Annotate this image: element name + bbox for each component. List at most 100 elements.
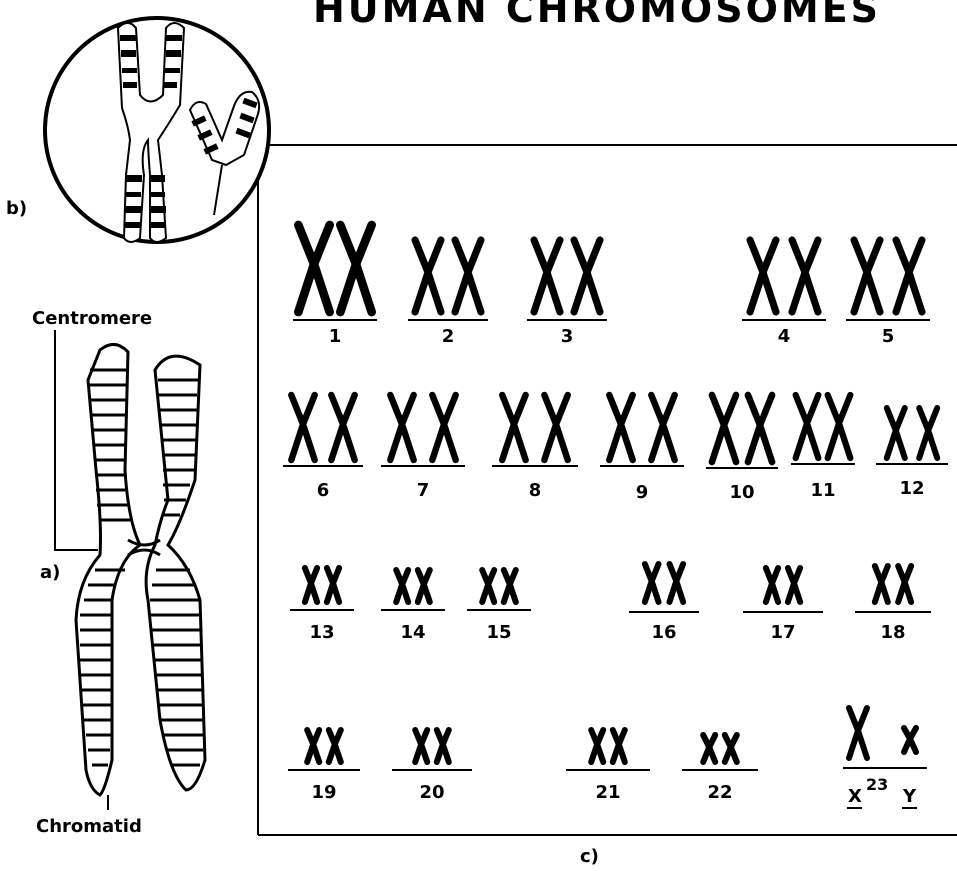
chromosome-pair-21: 21 bbox=[566, 730, 650, 803]
chromosome-y bbox=[904, 728, 916, 752]
chromosome-8-b bbox=[544, 395, 567, 460]
chromosome-pair-3: 3 bbox=[527, 240, 607, 347]
chromosome-pair-11: 11 bbox=[791, 395, 855, 501]
chromosome-15-b bbox=[504, 570, 516, 602]
chromosome-17-a bbox=[766, 568, 778, 602]
pair-number-8: 8 bbox=[529, 480, 542, 501]
chromosome-12-b bbox=[919, 408, 937, 458]
chromosome-10-a bbox=[712, 395, 736, 462]
chromosome-7-b bbox=[432, 395, 455, 460]
chromosome-pair-15: 15 bbox=[467, 570, 531, 643]
chromosome-pair-6: 6 bbox=[283, 395, 363, 501]
pair-number-11: 11 bbox=[810, 480, 835, 501]
chromosome-pair-16: 16 bbox=[629, 564, 699, 643]
sex-x-label: X bbox=[848, 786, 862, 807]
chromosome-10-b bbox=[748, 395, 772, 462]
chromosome-14-a bbox=[396, 570, 408, 602]
pair-number-10: 10 bbox=[729, 482, 754, 503]
sex-pair-number: 23 bbox=[866, 775, 888, 794]
pair-number-14: 14 bbox=[400, 622, 425, 643]
chromosome-4-a bbox=[750, 240, 776, 312]
pair-number-13: 13 bbox=[309, 622, 334, 643]
pair-number-12: 12 bbox=[899, 478, 924, 499]
chromosome-pair-17: 17 bbox=[743, 568, 823, 643]
chromosome-pair-14: 14 bbox=[381, 570, 445, 643]
pair-number-15: 15 bbox=[486, 622, 511, 643]
chromosome-pair-18: 18 bbox=[855, 566, 931, 643]
chromosome-16-a bbox=[645, 564, 659, 602]
chromosome-pair-9: 9 bbox=[600, 395, 684, 503]
chromatid-label: Chromatid bbox=[36, 816, 142, 837]
panel-b-label: b) bbox=[6, 198, 27, 219]
chromosome-14-b bbox=[418, 570, 430, 602]
chromosome-3-b bbox=[574, 240, 600, 312]
chromosome-21-a bbox=[591, 730, 603, 762]
chromosome-13-a bbox=[305, 568, 317, 602]
right-chromatid bbox=[146, 356, 205, 790]
chromosome-17-b bbox=[788, 568, 800, 602]
chromosome-6-a bbox=[291, 395, 314, 460]
chromosome-pair-13: 13 bbox=[290, 568, 354, 643]
chromosome-13-b bbox=[327, 568, 339, 602]
large-chromosome bbox=[76, 344, 205, 795]
pair-number-16: 16 bbox=[651, 622, 676, 643]
pair-number-22: 22 bbox=[707, 782, 732, 803]
chromosome-20-a bbox=[415, 730, 427, 762]
chromosome-pair-19: 19 bbox=[288, 730, 360, 803]
chromosome-pair-4: 4 bbox=[742, 240, 826, 347]
chromosome-1-a bbox=[298, 225, 329, 312]
chromosome-5-a bbox=[854, 240, 880, 312]
chromosome-22-b bbox=[725, 735, 737, 762]
chromosome-4-b bbox=[792, 240, 818, 312]
pair-number-19: 19 bbox=[311, 782, 336, 803]
pair-number-21: 21 bbox=[595, 782, 620, 803]
pair-number-7: 7 bbox=[417, 480, 430, 501]
chromosome-22-a bbox=[703, 735, 715, 762]
chromosome-pair-7: 7 bbox=[381, 395, 465, 501]
pair-number-20: 20 bbox=[419, 782, 444, 803]
chromosome-7-a bbox=[390, 395, 413, 460]
chromosome-8-a bbox=[502, 395, 525, 460]
chromosome-6-b bbox=[331, 395, 354, 460]
chromosome-2-b bbox=[455, 240, 481, 312]
chromosome-20-b bbox=[437, 730, 449, 762]
chromosome-2-a bbox=[415, 240, 441, 312]
panel-c-label: c) bbox=[580, 846, 599, 867]
chromosome-3-a bbox=[534, 240, 560, 312]
chromosome-11-b bbox=[828, 395, 851, 458]
pair-number-2: 2 bbox=[442, 326, 455, 347]
centromere-label: Centromere bbox=[32, 308, 152, 329]
chromosome-11-a bbox=[796, 395, 819, 458]
chromosome-15-a bbox=[482, 570, 494, 602]
chromosome-pair-5: 5 bbox=[846, 240, 930, 347]
chromosome-pair-10: 10 bbox=[706, 395, 778, 503]
pair-number-4: 4 bbox=[778, 326, 791, 347]
pair-number-1: 1 bbox=[329, 326, 342, 347]
chromosome-pair-2: 2 bbox=[408, 240, 488, 347]
pair-number-17: 17 bbox=[770, 622, 795, 643]
chromosome-pair-22: 22 bbox=[682, 735, 758, 803]
pair-number-18: 18 bbox=[880, 622, 905, 643]
chromosome-1-b bbox=[340, 225, 371, 312]
chromosome-19-b bbox=[329, 730, 341, 762]
chromosome-21-b bbox=[613, 730, 625, 762]
chromosome-12-a bbox=[887, 408, 905, 458]
chromosome-x bbox=[849, 708, 867, 758]
chromosome-18-b bbox=[898, 566, 911, 602]
page-title: HUMAN CHROMOSOMES bbox=[313, 0, 881, 31]
chromosome-pair-1: 1 bbox=[293, 225, 377, 347]
chromosome-19-a bbox=[307, 730, 319, 762]
chromosome-9-b bbox=[651, 395, 674, 460]
pair-number-3: 3 bbox=[561, 326, 574, 347]
chromosome-pair-20: 20 bbox=[392, 730, 472, 803]
pair-number-5: 5 bbox=[882, 326, 895, 347]
chromosome-5-b bbox=[896, 240, 922, 312]
pair-number-6: 6 bbox=[317, 480, 330, 501]
chromosome-18-a bbox=[875, 566, 888, 602]
sex-y-label: Y bbox=[902, 786, 917, 807]
chromosome-pair-12: 12 bbox=[876, 408, 948, 499]
magnified-chromosome-view bbox=[45, 18, 269, 242]
